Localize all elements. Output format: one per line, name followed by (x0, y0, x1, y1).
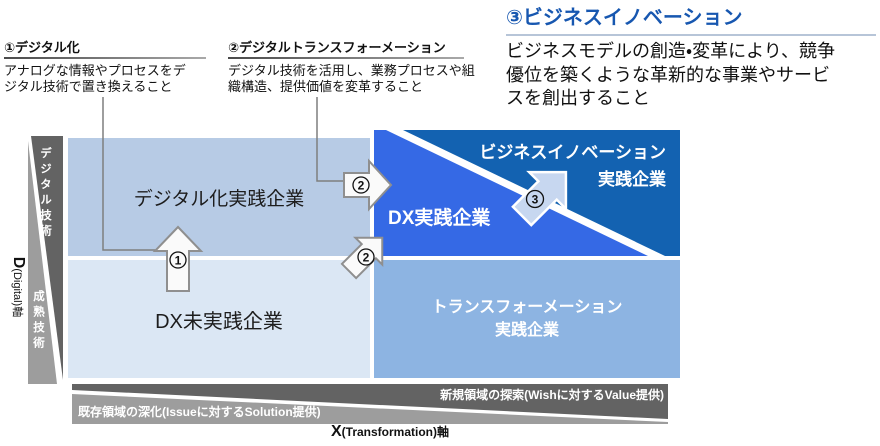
arrow-3-number-circle (525, 189, 545, 209)
quadrant-bottom-right (374, 260, 680, 378)
y-axis-title-rest: (Digital)軸 (11, 268, 23, 318)
arrow-1-number: 1 (175, 254, 182, 268)
arrow-2-diagonal-number-circle (357, 248, 375, 266)
y-axis-title-prefix: D (10, 256, 27, 269)
x-axis-light-wedge (72, 394, 668, 424)
x-axis-title-prefix: X (330, 423, 342, 440)
callout-business-innovation-underline (506, 34, 876, 36)
y-band-digital-tech: デジタル技術 (39, 147, 51, 240)
arrow-3-diagonal-icon (511, 170, 568, 227)
arrow-1-number-circle (169, 251, 187, 269)
arrow-2-diagonal-icon (340, 236, 384, 280)
arrow-2-right-number-circle (352, 176, 370, 194)
callout-digital-transformation-title: ②デジタルトランスフォーメーション (228, 40, 446, 55)
callout-digital-transformation-body: デジタル技術を活用し、業務プロセスや組 織構造、提供価値を変革すること (228, 63, 478, 95)
callout-digital-transformation-underline (228, 57, 464, 59)
x-axis-dark-wedge (72, 384, 668, 419)
x-band-explore-new-domains: 新規領域の探索(Wishに対するValue提供) (440, 388, 664, 402)
label-business-innovation-companies-line2: 実践企業 (598, 170, 666, 189)
callout-digital-transformation: ②デジタルトランスフォーメーション デジタル技術を活用し、業務プロセスや組 織構… (228, 40, 478, 95)
arrow-1-up-icon (155, 227, 201, 291)
callout-digitization-underline (4, 57, 206, 59)
quadrant-top-left (68, 138, 370, 256)
callout-business-innovation-body-line3: スを創出すること (506, 88, 650, 108)
y-axis-light-wedge (28, 141, 57, 384)
callout-business-innovation-body-line2: 優位を築くような革新的な事業やサービ (506, 64, 830, 85)
callout-digitization-title: ①デジタル化 (4, 40, 80, 55)
y-band-mature-tech: 成熟技術 (32, 290, 44, 352)
quadrant-dx (374, 130, 648, 256)
arrow-2-right-number: 2 (358, 179, 365, 193)
callout-digital-transformation-body-line2: 織構造、提供価値を変革すること (228, 79, 424, 94)
label-business-innovation-companies-line1: ビジネスイノベーション (479, 143, 666, 162)
x-axis-title-rest: (Transformation)軸 (341, 425, 449, 439)
quadrant-bottom-left (68, 260, 370, 378)
y-axis-title: D(Digital)軸 (9, 217, 27, 357)
x-band-deepen-existing-domains: 既存領域の深化(Issueに対するSolution提供) (78, 405, 321, 419)
label-business-innovation-companies: ビジネスイノベーション 実践企業 (450, 139, 666, 193)
callout-digital-transformation-body-line1: デジタル技術を活用し、業務プロセスや組 (228, 63, 475, 78)
arrow-2-right-outline (343, 158, 393, 212)
callout-digitization: ①デジタル化 アナログな情報やプロセスをデ ジタル技術で置き換えること (4, 40, 229, 95)
arrow-3-number: 3 (532, 193, 539, 207)
x-axis-title: X(Transformation)軸 (265, 423, 515, 441)
callout-business-innovation-title: ③ビジネスイノベーション (506, 7, 743, 29)
connector-callout2 (316, 97, 343, 182)
label-dx-companies: DX実践企業 (388, 208, 491, 229)
callout-digitization-body: アナログな情報やプロセスをデ ジタル技術で置き換えること (4, 63, 229, 95)
callout-digitization-body-line1: アナログな情報やプロセスをデ (4, 63, 186, 78)
arrow-1-outline (152, 225, 204, 292)
arrow-2-diagonal-number: 2 (363, 251, 370, 265)
callout-business-innovation-body: ビジネスモデルの創造・変革により、競争 優位を築くような革新的な事業やサービ ス… (506, 40, 878, 111)
y-axis-dark-wedge (31, 136, 63, 380)
connector-callout1 (102, 97, 157, 251)
callout-digitization-body-line2: ジタル技術で置き換えること (4, 79, 173, 94)
callout-business-innovation: ③ビジネスイノベーション ビジネスモデルの創造・変革により、競争 優位を築くよう… (506, 6, 878, 111)
callout-business-innovation-body-line1: ビジネスモデルの創造・変革により、競争 (506, 41, 836, 61)
